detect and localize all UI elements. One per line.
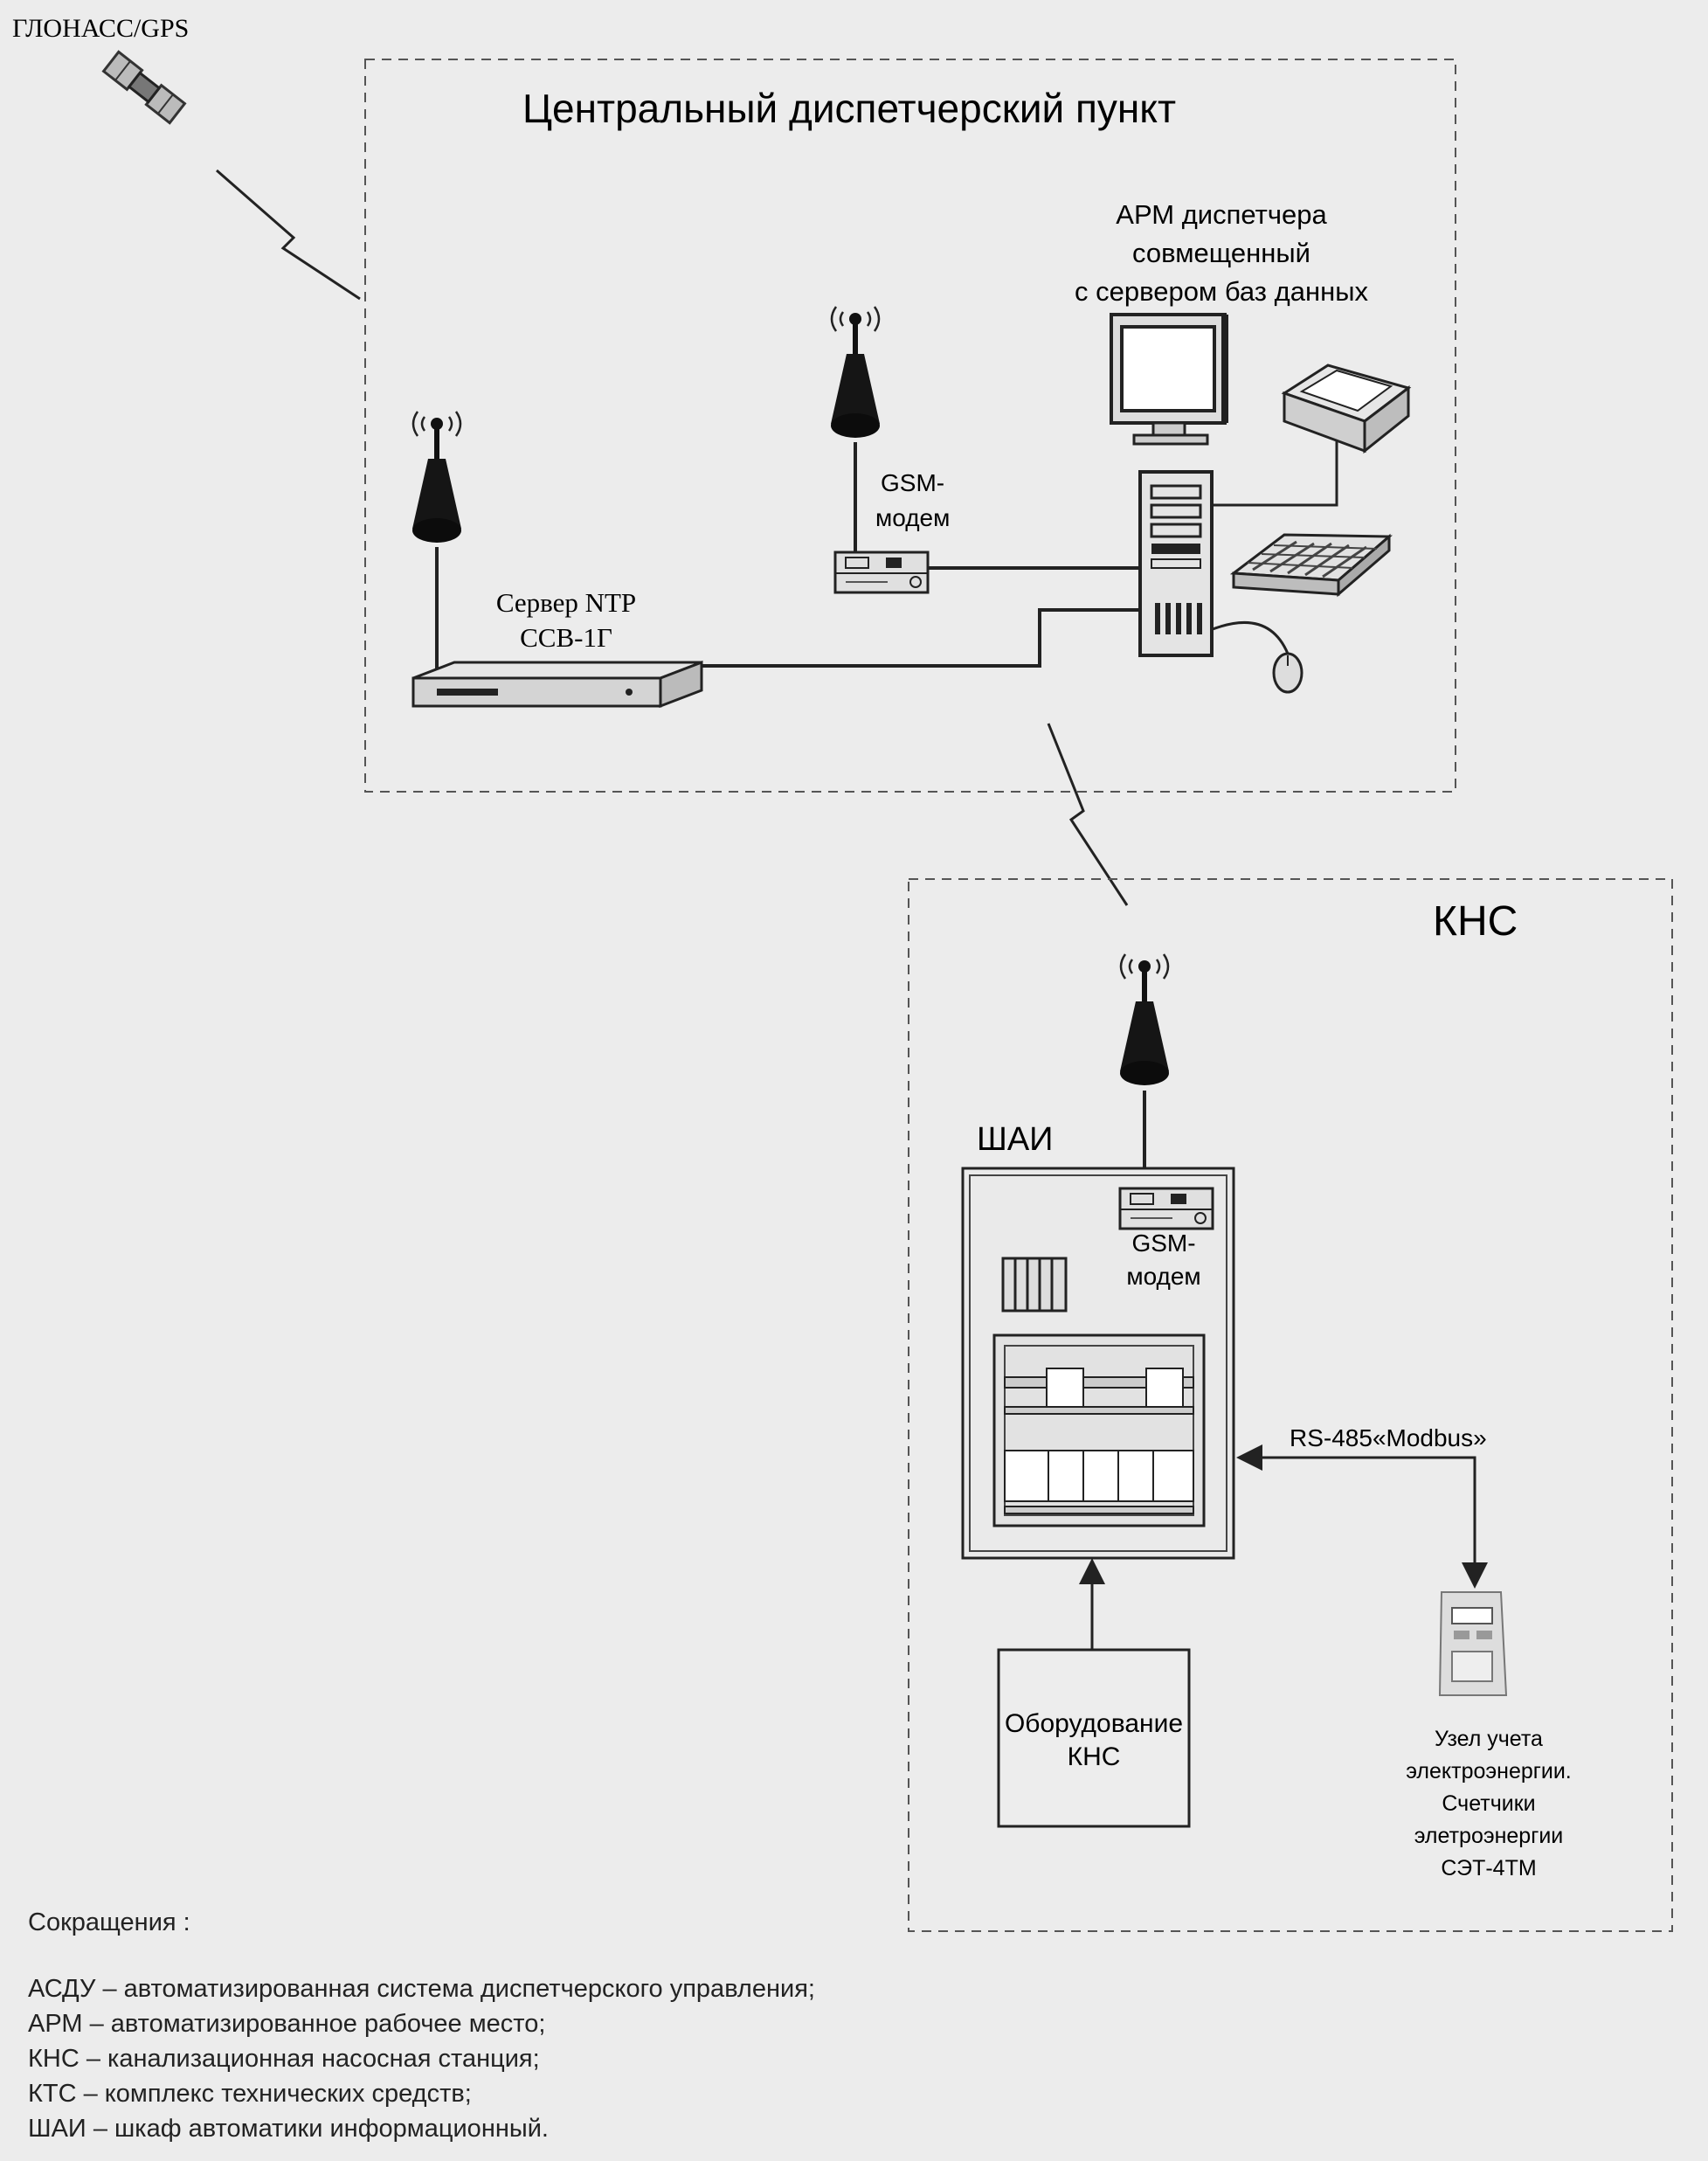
rs485-label: RS-485«Modbus»	[1290, 1424, 1487, 1451]
automation-cabinet	[961, 1167, 1235, 1560]
satellite-icon	[101, 50, 187, 125]
equipment-label-line-1: Оборудование	[1005, 1709, 1183, 1738]
equipment-label-line-2: КНС	[1068, 1742, 1121, 1771]
monitor-icon	[1110, 313, 1228, 446]
energy-meter-icon	[1438, 1591, 1508, 1696]
satellite-label: ГЛОНАСС/GPS	[12, 14, 189, 43]
central-gsm-antenna-icon	[829, 305, 882, 440]
workstation-label-line-1: АРМ диспетчера	[1116, 199, 1327, 230]
kns-boundary	[908, 878, 1673, 1932]
keyboard-icon	[1229, 533, 1393, 598]
meter-label-line-5: СЭТ-4ТМ	[1441, 1856, 1536, 1880]
printer-icon	[1281, 364, 1412, 454]
central-gsm-modem-label-line-1: GSM-	[881, 469, 944, 496]
kns-gsm-modem-icon	[1118, 1187, 1214, 1230]
central-point-boundary	[364, 59, 1456, 793]
mouse-icon	[1212, 621, 1303, 694]
meter-label-line-1: Узел учета	[1435, 1727, 1543, 1751]
abbreviation-item: АРМ – автоматизированное рабочее место;	[28, 2010, 546, 2038]
meter-label-line-2: электроэнергии.	[1406, 1759, 1572, 1784]
kns-gsm-modem-label-line-2: модем	[1126, 1263, 1200, 1290]
meter-label-line-3: Счетчики	[1442, 1791, 1535, 1816]
abbreviation-item: КНС – канализационная насосная станция;	[28, 2045, 540, 2073]
gsm-radio-link	[1047, 723, 1129, 906]
kns-gsm-modem-label-line-1: GSM-	[1131, 1229, 1195, 1257]
ntp-to-pc-cable	[702, 608, 1140, 668]
pc-tower-icon	[1138, 470, 1214, 657]
printer-cable	[1212, 441, 1338, 507]
abbreviations-title: Сокращения :	[28, 1908, 190, 1936]
workstation-label-line-3: с сервером баз данных	[1075, 276, 1368, 307]
ntp-server-icon	[411, 660, 703, 709]
ntp-server-label-line-1: Сервер NTP	[496, 587, 636, 618]
abbreviation-item: АСДУ – автоматизированная система диспет…	[28, 1975, 815, 2003]
kns-title: КНС	[1433, 898, 1518, 945]
abbreviation-item: ШАИ – шкаф автоматики информационный.	[28, 2115, 549, 2143]
cabinet-label: ШАИ	[977, 1121, 1054, 1158]
satellite-radio-link	[216, 169, 361, 301]
workstation-label-line-2: совмещенный	[1132, 238, 1310, 268]
central-point-title: Центральный диспетчерский пункт	[522, 86, 1176, 131]
ntp-server-label-line-2: ССВ-1Г	[520, 622, 612, 653]
abbreviations-block: Сокращения : АСДУ – автоматизированная с…	[28, 1905, 815, 2146]
central-gsm-modem-icon	[833, 551, 930, 594]
meter-label-line-4: элетроэнергии	[1414, 1824, 1564, 1848]
kns-gsm-antenna-icon	[1118, 952, 1171, 1087]
central-gsm-modem-label-line-2: модем	[875, 504, 950, 531]
ntp-antenna-icon	[411, 410, 463, 544]
rs485-link	[1236, 1444, 1488, 1589]
abbreviation-item: КТС – комплекс технических средств;	[28, 2080, 472, 2108]
kns-equipment-box	[997, 1648, 1191, 1828]
